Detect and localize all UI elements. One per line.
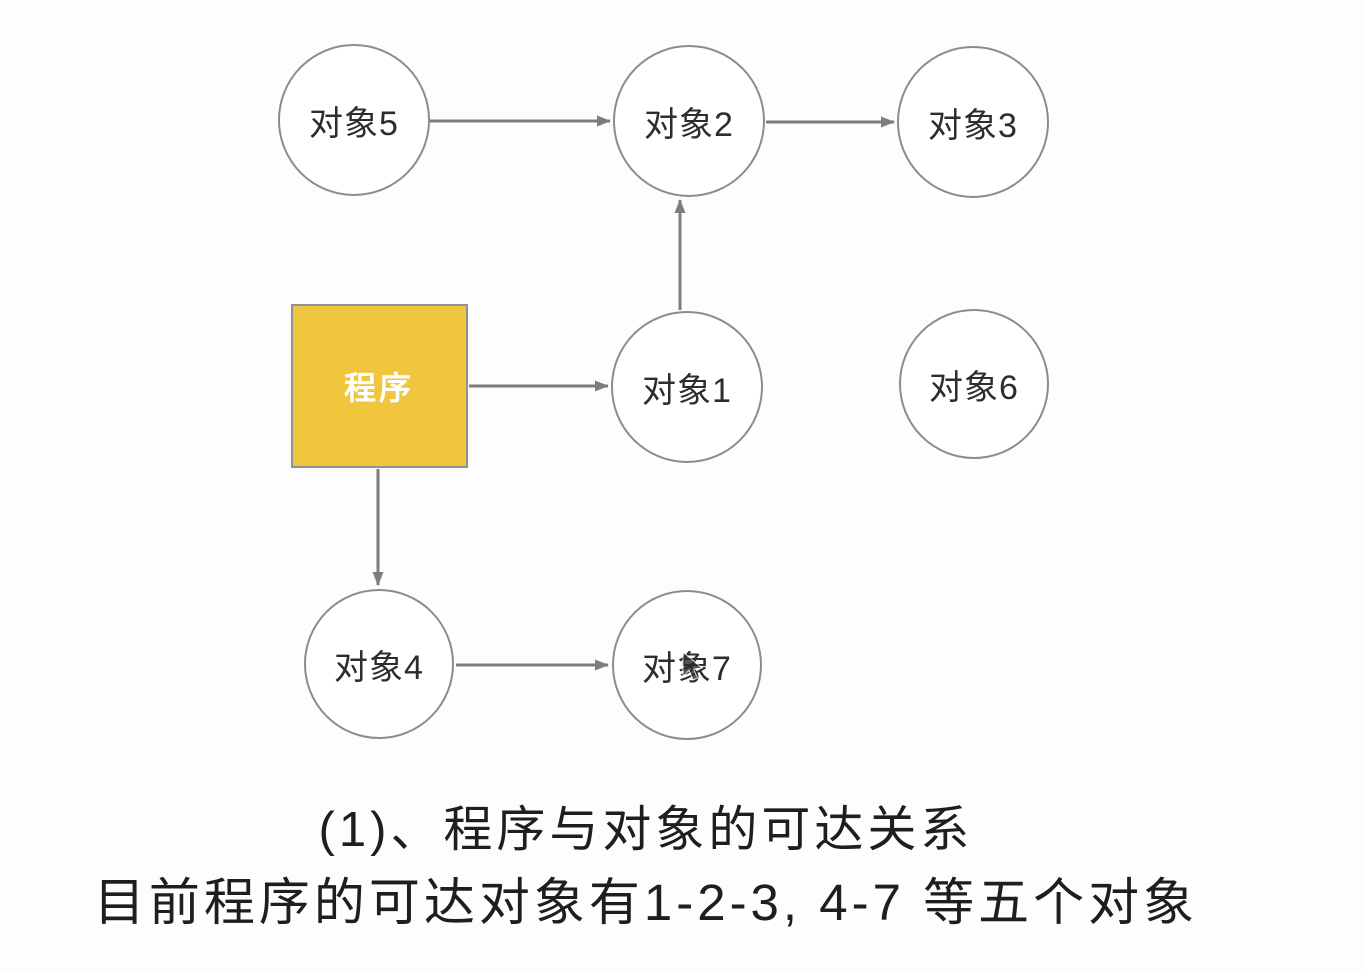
node-label-obj1: 对象1 (642, 371, 732, 410)
node-label-obj3: 对象3 (928, 106, 1018, 145)
node-label-obj6: 对象6 (929, 368, 1019, 407)
node-obj3: 对象3 (897, 46, 1049, 198)
caption-line-1: (1)、程序与对象的可达关系 (318, 803, 974, 857)
node-obj4: 对象4 (304, 589, 454, 739)
node-label-obj2: 对象2 (644, 105, 734, 144)
caption-line-2: 目前程序的可达对象有1-2-3, 4-7 等五个对象 (93, 874, 1199, 931)
node-label-obj5: 对象5 (309, 104, 399, 143)
node-obj2: 对象2 (613, 45, 765, 197)
node-obj6: 对象6 (899, 309, 1049, 459)
node-program: 程序 (290, 304, 468, 468)
node-label-obj4: 对象4 (334, 648, 424, 687)
node-obj1: 对象1 (611, 311, 763, 463)
node-obj5: 对象5 (278, 44, 430, 196)
node-label-obj7: 对象7 (642, 649, 732, 688)
node-obj7: 对象7 (612, 590, 762, 740)
node-label-program: 程序 (343, 370, 414, 406)
